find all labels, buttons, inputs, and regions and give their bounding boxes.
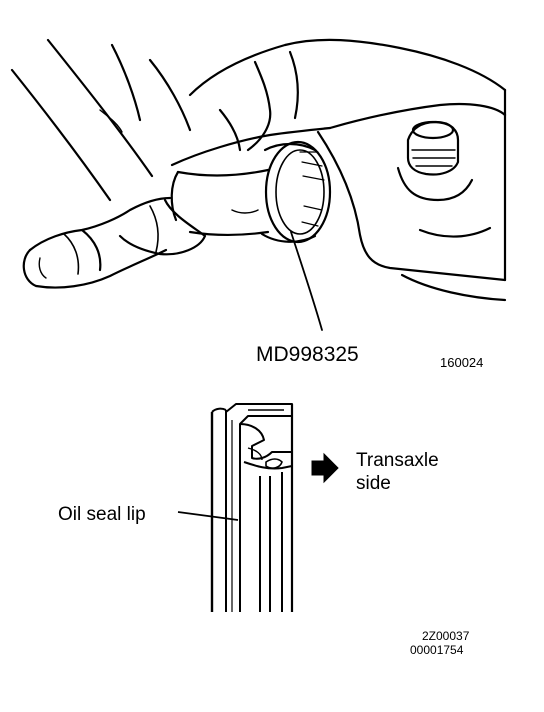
lip-leader-line bbox=[177, 511, 239, 521]
figure-code-line2: 00001754 bbox=[410, 643, 464, 657]
seal-cross-section bbox=[210, 403, 294, 612]
seal-installer-head bbox=[260, 140, 332, 244]
side-label-line1: Transaxle bbox=[356, 450, 439, 471]
case-bolt bbox=[396, 120, 474, 202]
installation-drawing bbox=[10, 38, 507, 331]
figure-id-top: 160024 bbox=[440, 355, 483, 370]
arrow-right-icon bbox=[311, 452, 339, 484]
tool-label: MD998325 bbox=[256, 343, 359, 366]
figure-code-line1: 2Z00037 bbox=[422, 629, 470, 643]
side-label-line2: side bbox=[356, 473, 391, 494]
hammer-handle bbox=[10, 38, 154, 202]
hammer-head bbox=[22, 196, 207, 289]
installer-shaft bbox=[170, 168, 270, 237]
lip-label: Oil seal lip bbox=[58, 504, 146, 525]
tool-leader-line bbox=[290, 231, 323, 331]
transaxle-case bbox=[110, 38, 507, 302]
